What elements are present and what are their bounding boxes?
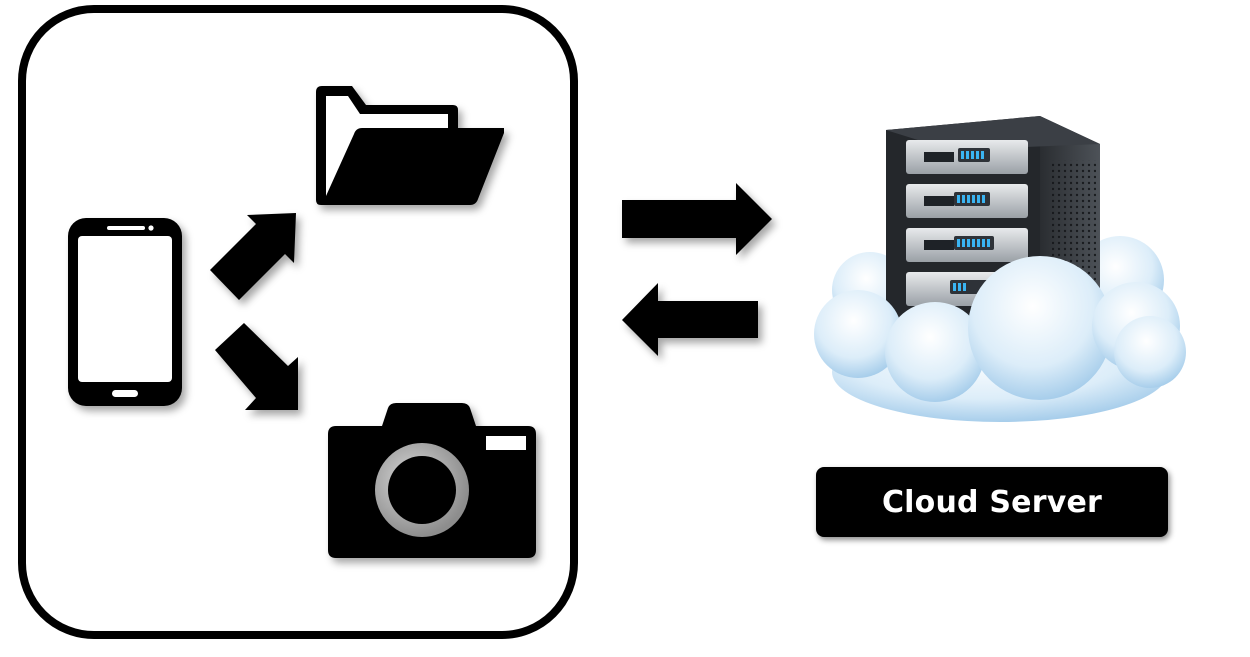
cloud-server-label: Cloud Server [881, 484, 1103, 520]
drive-bay [906, 228, 1028, 262]
arrow-right-icon [622, 183, 772, 255]
drive-bay [906, 184, 1028, 218]
folder-icon [316, 86, 504, 205]
drive-bay [906, 140, 1028, 174]
smartphone-icon [68, 218, 182, 406]
arrow-down-right-icon [215, 323, 298, 410]
arrow-left-icon [622, 283, 758, 356]
arrow-up-right-icon [210, 213, 296, 300]
cloud-front [814, 256, 1186, 422]
cloud-server-icon [814, 116, 1186, 422]
camera-icon [328, 403, 536, 558]
cloud-server-label-box: Cloud Server [816, 467, 1168, 537]
